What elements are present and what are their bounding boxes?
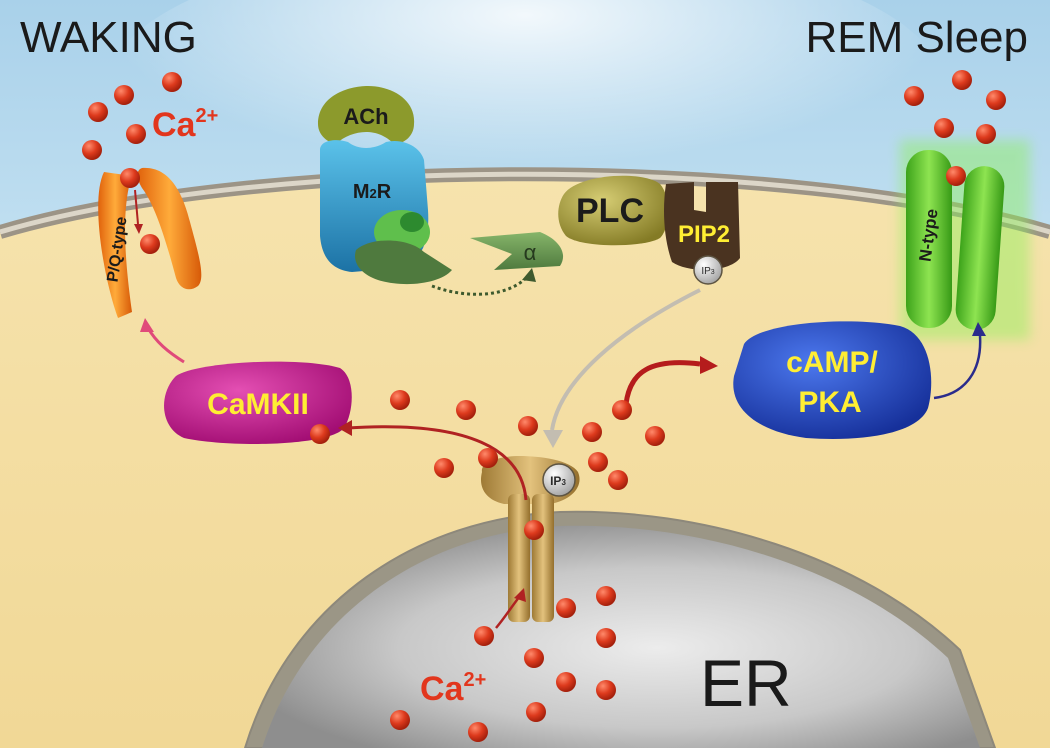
ca-to-camkii-arrowhead bbox=[338, 420, 352, 436]
pq-influx-arrow bbox=[134, 189, 139, 225]
pip2-body bbox=[664, 182, 740, 270]
calcium-ion bbox=[596, 680, 616, 700]
g-gamma-subunit bbox=[400, 212, 424, 232]
ca-to-camkii-arrow bbox=[347, 425, 528, 501]
camkii-body bbox=[164, 361, 352, 444]
camkii: CaMKII bbox=[164, 361, 352, 444]
ach-ligand bbox=[318, 86, 415, 144]
calcium-ion bbox=[310, 424, 330, 444]
calcium-ion bbox=[140, 234, 160, 254]
calcium-ion bbox=[518, 416, 538, 436]
calcium-ion bbox=[478, 448, 498, 468]
ip3-diffusion-arrowhead bbox=[543, 430, 563, 448]
calcium-ion bbox=[556, 598, 576, 618]
er-lumen bbox=[262, 525, 980, 748]
calcium-ion bbox=[645, 426, 665, 446]
ip3-ball-receptor bbox=[542, 463, 576, 497]
camp-pka-body bbox=[733, 321, 932, 439]
ip3-top-label: IP3 bbox=[701, 266, 714, 277]
calcium-ion bbox=[986, 90, 1006, 110]
calcium-ion bbox=[434, 458, 454, 478]
calcium-ion bbox=[120, 168, 140, 188]
rem-sleep-heading: REM Sleep bbox=[805, 13, 1028, 62]
m2r-label: M2R bbox=[353, 181, 392, 203]
pka-to-n-arrowhead bbox=[972, 322, 986, 336]
ip3r-stem-left bbox=[508, 494, 530, 622]
calcium-ion bbox=[162, 72, 182, 92]
camkii-label: CaMKII bbox=[207, 388, 309, 421]
ach-label: ACh bbox=[343, 104, 388, 129]
calcium-ion bbox=[474, 626, 494, 646]
calcium-ion bbox=[524, 648, 544, 668]
pip2-label: PIP2 bbox=[678, 221, 730, 248]
calcium-ion bbox=[596, 628, 616, 648]
ip3-receptor-label: IP3 bbox=[550, 474, 566, 488]
plc-enzyme: PLC bbox=[558, 175, 669, 246]
g-protein-base bbox=[354, 240, 452, 285]
calcium-ion bbox=[946, 166, 966, 186]
ca-to-pka-arrowhead bbox=[700, 356, 718, 374]
calcium-ion bbox=[582, 422, 602, 442]
camp-pka: cAMP/ PKA bbox=[733, 321, 932, 439]
pq-channel-left-subunit bbox=[98, 172, 132, 318]
calcium-ion bbox=[596, 586, 616, 606]
calcium-ion bbox=[114, 85, 134, 105]
pq-channel-right-subunit bbox=[137, 167, 202, 290]
ip3-diffusion-arrow bbox=[550, 288, 701, 431]
ca-to-pka-arrow bbox=[623, 360, 701, 405]
calcium-ion bbox=[456, 400, 476, 420]
ca-label-er: Ca2+ bbox=[420, 669, 486, 708]
g-protein-activation-arrow bbox=[431, 274, 530, 296]
calcium-ion bbox=[608, 470, 628, 490]
pq-influx-arrowhead bbox=[134, 224, 143, 234]
calcium-ion bbox=[934, 118, 954, 138]
calcium-ions bbox=[82, 70, 1006, 742]
calcium-ion bbox=[390, 390, 410, 410]
m2-receptor: ACh M2R α bbox=[318, 86, 564, 296]
waking-heading: WAKING bbox=[20, 13, 197, 62]
er-release-arrowhead bbox=[514, 588, 526, 602]
camkii-to-pq-arrowhead bbox=[140, 318, 154, 332]
ip3r-stem-right bbox=[532, 494, 554, 622]
ca-label-extracellular: Ca2+ bbox=[152, 105, 218, 144]
calcium-ion bbox=[88, 102, 108, 122]
pka-label: PKA bbox=[798, 386, 861, 419]
ip3-ball-top bbox=[693, 255, 723, 285]
calcium-ion bbox=[526, 702, 546, 722]
g-alpha-subunit bbox=[470, 232, 564, 270]
calcium-ion bbox=[468, 722, 488, 742]
calcium-ion bbox=[556, 672, 576, 692]
calcium-ion bbox=[976, 124, 996, 144]
camp-label: cAMP/ bbox=[786, 346, 878, 379]
calcium-ion bbox=[612, 400, 632, 420]
calcium-ion bbox=[904, 86, 924, 106]
calcium-ion bbox=[126, 124, 146, 144]
calcium-ion bbox=[82, 140, 102, 160]
g-protein-activation-arrowhead bbox=[522, 268, 536, 282]
n-channel-left-subunit bbox=[906, 150, 952, 328]
calcium-ion bbox=[588, 452, 608, 472]
er-label: ER bbox=[700, 646, 792, 720]
pka-to-n-arrow bbox=[933, 335, 982, 400]
calcium-ion bbox=[952, 70, 972, 90]
calcium-ion bbox=[390, 710, 410, 730]
g-alpha-label: α bbox=[524, 240, 537, 265]
pip2: PIP2 IP3 bbox=[664, 182, 740, 285]
n-channel-right-subunit bbox=[955, 166, 1005, 330]
plc-body bbox=[558, 175, 669, 246]
plc-label: PLC bbox=[576, 192, 644, 230]
n-type-channel: N-type bbox=[900, 140, 1030, 340]
calcium-ion bbox=[524, 520, 544, 540]
